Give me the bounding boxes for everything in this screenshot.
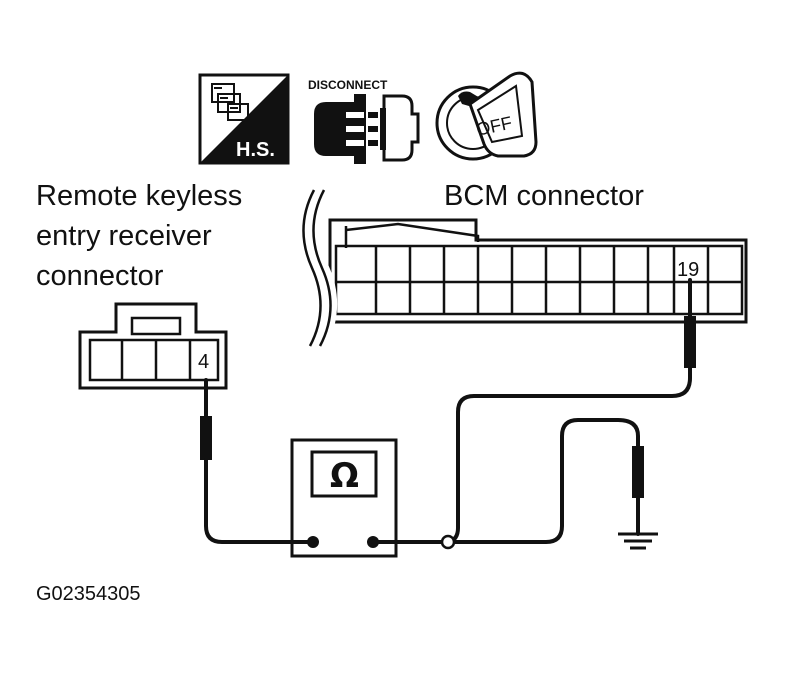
disconnect-icon: DISCONNECT: [308, 78, 420, 164]
harness-side-label: H.S.: [236, 139, 275, 161]
receiver-label-line2: entry receiver: [36, 220, 212, 252]
bcm-connector: [302, 184, 748, 352]
harness-side-icon: H.S.: [198, 73, 290, 165]
ohm-symbol: Ω: [330, 456, 359, 496]
bcm-pin-number: 19: [677, 259, 699, 281]
bcm-connector-label: BCM connector: [444, 180, 644, 212]
disconnect-label: DISCONNECT: [308, 78, 388, 92]
receiver-connector: [78, 302, 228, 390]
receiver-pin-number: 4: [198, 351, 209, 373]
ground-symbol: [618, 532, 658, 550]
test-leads: [200, 278, 696, 544]
receiver-label-line1: Remote keyless: [36, 180, 242, 212]
junction-node: [440, 534, 456, 550]
ohmmeter: Ω: [290, 438, 398, 558]
ignition-off-icon: OFF: [435, 71, 538, 161]
figure-code: G02354305: [36, 583, 141, 605]
receiver-label-line3: connector: [36, 260, 164, 292]
